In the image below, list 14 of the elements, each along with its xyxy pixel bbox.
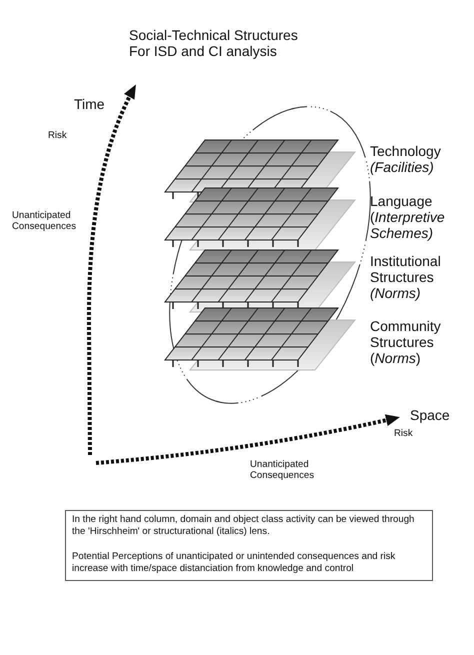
- risk-label: Risk: [394, 428, 414, 440]
- axis-label: Space: [410, 407, 451, 424]
- layer-label: Language (Interpretive Schemes): [370, 193, 446, 242]
- layer-label: Institutional Structures (Norms): [370, 253, 442, 302]
- title: Social-Technical Structures For ISD and CI analysis: [129, 27, 299, 60]
- note-box: [65, 510, 433, 581]
- layer-label: Community Structures (Norms): [370, 318, 442, 366]
- consequences-label: Unanticipated Consequences: [12, 210, 78, 232]
- note-text: In the right hand column, domain and object class activity can be viewed through the 'Hirschheim' or structurational (italics) lens.: [72, 514, 416, 539]
- risk-label: Risk: [48, 130, 68, 142]
- axis-label: Time: [74, 96, 106, 112]
- note-text: Potential Perceptions of unanticipated or unintended consequences and risk increase with time/space distanciation from knowledge and control: [72, 550, 396, 576]
- layer-label: Technology (Facilities): [370, 143, 442, 176]
- consequences-label: Unanticipated Consequences: [250, 459, 316, 482]
